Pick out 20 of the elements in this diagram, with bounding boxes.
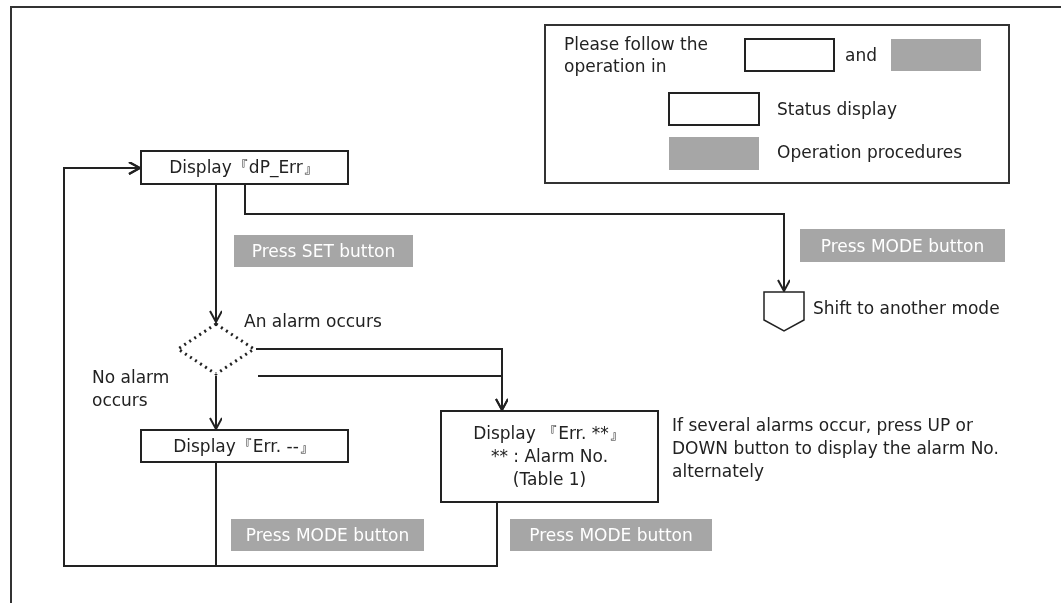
status-box: Display『dP_Err』 xyxy=(140,150,349,185)
procedure-box: Press MODE button xyxy=(510,519,712,551)
arrow xyxy=(209,375,223,430)
legend-item: Status display xyxy=(668,92,897,126)
arrow xyxy=(257,375,509,411)
note-text: Shift to another mode xyxy=(813,297,1001,320)
procedure-box: Press SET button xyxy=(234,235,413,267)
status-box: Display『Err. --』 xyxy=(140,429,349,463)
box-heading: Display 『Err. **』 xyxy=(473,422,626,446)
off-page-connector xyxy=(763,291,805,332)
arrow xyxy=(244,184,791,292)
procedure-box: Press MODE button xyxy=(800,229,1005,262)
legend-text: Operation procedures xyxy=(777,142,963,162)
arrow xyxy=(63,161,498,567)
arrow xyxy=(209,184,223,323)
note-text: If several alarms occur, press UP or DOWN button to display the alarm No. alternately xyxy=(672,414,1000,483)
box-text: ** : Alarm No. (Table 1) xyxy=(489,445,610,491)
status-box xyxy=(440,410,659,503)
procedure-box: Press MODE button xyxy=(231,519,424,551)
legend-instruction: Please follow the operation in and xyxy=(564,33,994,78)
